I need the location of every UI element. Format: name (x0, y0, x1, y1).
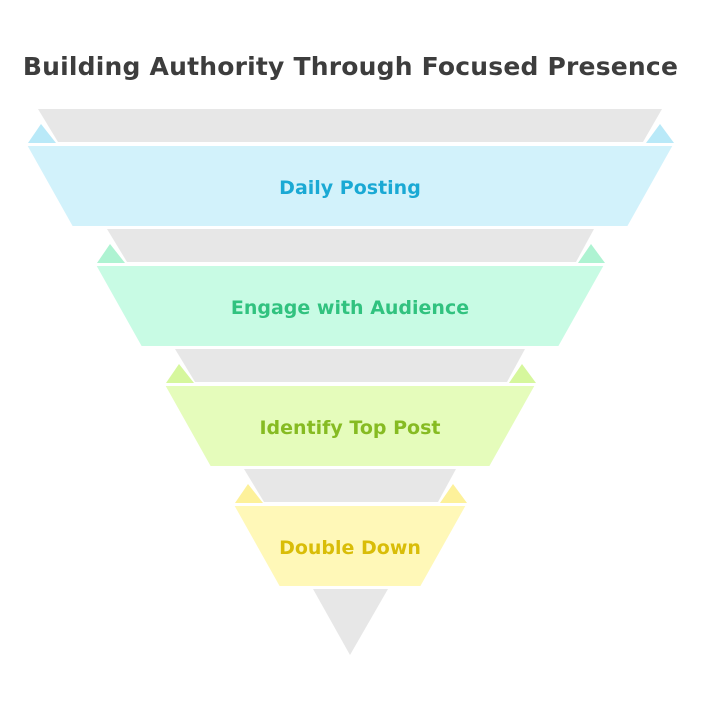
stage-3-band (162, 384, 538, 468)
stage-4-left-ear (235, 484, 263, 503)
shadow-band-1 (38, 109, 662, 142)
stage-identify-top-post: Identify Top Post (162, 364, 538, 468)
stage-1-band (24, 144, 676, 228)
shadow-band-3 (175, 349, 525, 382)
stage-3-left-ear (166, 364, 194, 383)
shadow-band-2 (107, 229, 594, 262)
stage-3-label: Identify Top Post (259, 417, 440, 439)
diagram-title: Building Authority Through Focused Prese… (22, 52, 679, 81)
funnel-tip (313, 589, 388, 655)
stage-2-left-ear (97, 244, 125, 263)
stage-2-right-ear (578, 244, 605, 263)
stage-2-label: Engage with Audience (231, 297, 469, 319)
stage-1-label: Daily Posting (279, 177, 421, 199)
stage-3-right-ear (509, 364, 536, 383)
stage-double-down: Double Down (231, 484, 469, 588)
shadow-band-4 (244, 469, 456, 502)
stage-1-right-ear (646, 124, 674, 143)
stage-engage-with-audience: Engage with Audience (93, 244, 607, 348)
stage-4-right-ear (440, 484, 467, 503)
stage-daily-posting: Daily Posting (24, 124, 676, 228)
stage-2-band (93, 264, 607, 348)
stage-4-label: Double Down (279, 537, 421, 559)
stage-4-band (231, 504, 469, 588)
stage-1-left-ear (28, 124, 56, 143)
